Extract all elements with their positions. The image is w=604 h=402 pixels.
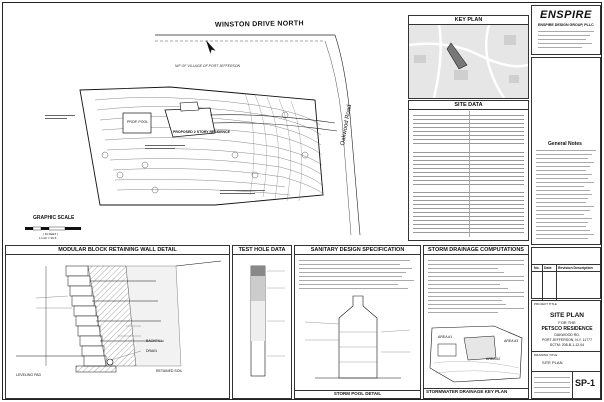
retained-soil-label: RETAINED SOIL — [156, 369, 183, 373]
drawing-title: SITE PLAN — [542, 360, 563, 365]
site-data-panel: SITE DATA — [408, 100, 529, 241]
general-notes-title: General Notes — [548, 141, 582, 147]
address-line-1: OAKWOOD RD. — [554, 333, 580, 337]
project-title-label: PROJECT TITLE — [534, 302, 557, 306]
storm-pool-title: STORM POOL DETAIL — [333, 391, 382, 396]
drain-label: DRAIN — [146, 349, 157, 353]
general-notes-panel: General Notes — [531, 57, 601, 245]
sheet-title: SITE PLAN — [550, 312, 584, 319]
site-data-title: SITE DATA — [409, 101, 528, 110]
storm-drainage-panel: STORM DRAINAGE COMPUTATIONS AREA #1 AREA… — [423, 245, 529, 399]
revisions-panel: No. Date Revision Description — [531, 247, 601, 300]
sheet-number: SP-1 — [575, 378, 596, 388]
test-hole-log — [250, 265, 285, 377]
revision-col-date: Date — [544, 266, 552, 270]
test-hole-panel: TEST HOLE DATA — [232, 245, 292, 399]
storm-key-title: STORMWATER DRAINAGE KEY PLAN — [426, 389, 508, 394]
graphic-scale-label: GRAPHIC SCALE — [33, 215, 75, 221]
residence-name: PETSCO RESIDENCE — [541, 326, 593, 332]
retaining-wall-drawing — [16, 260, 222, 373]
backfill-label: BACKFILL — [146, 339, 163, 343]
village-label: N/F OF VILLAGE OF PORT JEFFERSON — [175, 64, 241, 68]
for-the: FOR THE — [558, 320, 576, 325]
sctm-number: SCTM: 208-B-1-12.04 — [549, 343, 585, 347]
area-2-label: AREA #2 — [486, 357, 501, 361]
storm-key-plan-map — [429, 325, 523, 383]
pool-label: PROP. POOL — [127, 120, 149, 124]
address-line-2: PORT JEFFERSON, N.Y. 11777 — [541, 338, 593, 342]
scale-note: ( IN FEET ) — [43, 232, 59, 236]
graphic-scale-bar — [25, 226, 81, 231]
revision-col-no: No. — [534, 266, 540, 270]
test-hole-title: TEST HOLE DATA — [233, 246, 291, 255]
title-block: PROJECT TITLE SITE PLAN FOR THE PETSCO R… — [531, 300, 601, 400]
revision-col-desc: Revision Description — [558, 266, 593, 270]
scale-ratio: 1 inch = 30 ft. — [39, 236, 58, 240]
leveling-pad-label: LEVELING PAD — [16, 373, 42, 377]
storm-drainage-title: STORM DRAINAGE COMPUTATIONS — [424, 246, 528, 255]
area-1-label: AREA #1 — [438, 335, 453, 339]
sanitary-title: SANITARY DESIGN SPECIFICATION — [295, 246, 420, 255]
firm-name: ENSPIRE DESIGN GROUP, PLLC — [538, 23, 594, 27]
key-plan-map — [409, 25, 528, 98]
storm-pool-drawing — [304, 295, 411, 379]
key-plan-title: KEY PLAN — [409, 16, 528, 25]
site-plan-drawing — [25, 34, 361, 236]
retaining-wall-title: MODULAR BLOCK RETAINING WALL DETAIL — [6, 246, 229, 255]
retaining-wall-detail: MODULAR BLOCK RETAINING WALL DETAIL — [5, 245, 230, 399]
firm-panel: ENSPIRE ENSPIRE DESIGN GROUP, PLLC — [531, 5, 601, 55]
drawing-title-label: DRAWING TITLE — [534, 353, 558, 357]
key-plan-panel: KEY PLAN — [408, 15, 529, 99]
firm-logo: ENSPIRE — [540, 9, 592, 21]
north-arrow-icon — [206, 40, 216, 54]
area-3-label: AREA #3 — [504, 339, 519, 343]
residence-label: PROPOSED 2 STORY RESIDENCE — [173, 130, 230, 134]
site-plan-panel: WINSTON DRIVE NORTH Oakwood Road N/F OF … — [5, 5, 405, 241]
sanitary-panel: SANITARY DESIGN SPECIFICATION STORM POOL… — [294, 245, 421, 399]
